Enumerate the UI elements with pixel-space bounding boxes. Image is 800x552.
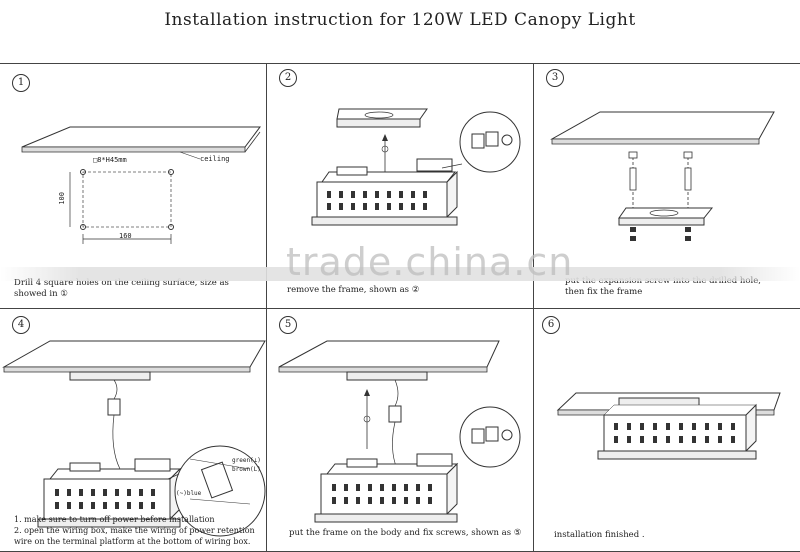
step-4-panel: 4 green(⊥) brown(L) (~)blue 1. make sure…	[0, 309, 267, 552]
step-5-panel: 5 put the frame on the body and fix scre…	[267, 309, 534, 552]
step-5-illustration	[278, 340, 521, 523]
step-6-number: 6	[542, 316, 560, 334]
step-3-caption: put the expansion screw into the drilled…	[565, 276, 761, 297]
wire-blue-label: (~)blue	[176, 490, 202, 497]
watermark-band	[0, 267, 800, 281]
step-3-panel: 3 put the expansion screw into the drill…	[534, 64, 800, 309]
ceiling-label: ceiling	[200, 155, 230, 163]
hole-size-label: □8*H45mm	[93, 156, 127, 164]
page-title: Installation instruction for 120W LED Ca…	[164, 10, 636, 30]
step-2-caption: remove the frame, shown as ②	[287, 285, 420, 295]
step-1-number: 1	[12, 74, 30, 92]
step-6-panel: 6 installation finished .	[534, 309, 800, 552]
step-2-illustration	[311, 108, 521, 226]
watermark: trade.china.cn	[286, 240, 574, 284]
step-2-number: 2	[279, 69, 297, 87]
step-1-panel: 1 □8*H45mm ceiling 100 160 Drill 4 squar…	[0, 64, 267, 309]
dim-vertical-label: 100	[58, 192, 66, 205]
step-2-panel: 2 remove the frame, shown as ②	[267, 64, 534, 309]
wire-green-label: green(⊥)	[232, 457, 261, 464]
step-5-number: 5	[279, 316, 297, 334]
wire-brown-label: brown(L)	[232, 466, 261, 473]
dim-horizontal-label: 160	[119, 232, 132, 240]
step-1-illustration	[21, 126, 261, 244]
step-4-illustration	[2, 340, 266, 537]
step-6-caption: installation finished .	[554, 530, 645, 540]
step-1-caption: Drill 4 square holes on the ceiling surf…	[14, 278, 229, 299]
step-4-number: 4	[12, 316, 30, 334]
steps-grid: 1 □8*H45mm ceiling 100 160 Drill 4 squar…	[0, 63, 800, 552]
step-4-caption: 1. make sure to turn off power before in…	[14, 515, 255, 546]
step-3-illustration	[550, 111, 775, 241]
step-5-caption: put the frame on the body and fix screws…	[289, 528, 522, 538]
step-3-number: 3	[546, 69, 564, 87]
step-6-illustration	[556, 392, 781, 460]
